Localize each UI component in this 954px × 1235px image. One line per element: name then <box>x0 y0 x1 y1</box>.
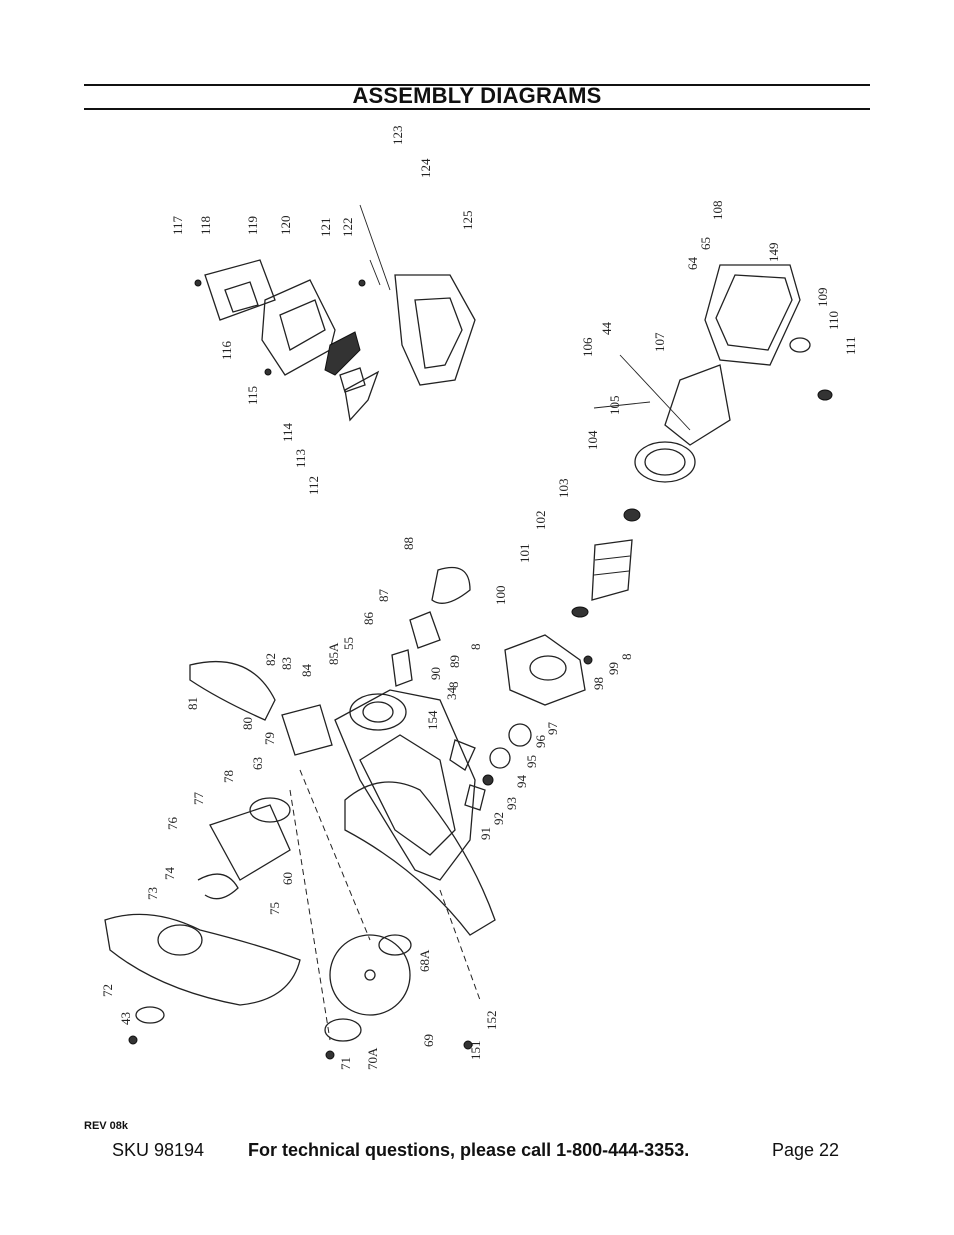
part-label: 71 <box>338 1057 353 1070</box>
part-label: 111 <box>843 336 858 355</box>
part-label: 124 <box>418 158 433 178</box>
handle-assembly <box>194 204 476 422</box>
part-label: 90 <box>428 667 443 680</box>
part-label: 85A <box>326 642 341 665</box>
part-label: 34 <box>444 687 459 701</box>
part-label: 94 <box>514 775 529 789</box>
part-label: 116 <box>219 340 234 360</box>
part-label: 105 <box>607 396 622 416</box>
part-label: 63 <box>250 757 265 770</box>
part-label: 151 <box>468 1041 483 1061</box>
part-label: 68A <box>417 949 432 972</box>
part-label: 81 <box>185 697 200 710</box>
part-label: 110 <box>826 311 841 330</box>
part-label: 98 <box>591 677 606 690</box>
guard-and-blade <box>104 769 481 1060</box>
part-label: 8 <box>619 654 634 661</box>
part-label: 64 <box>685 257 700 271</box>
part-label: 108 <box>710 201 725 221</box>
part-label: 91 <box>478 827 493 840</box>
part-label: 82 <box>263 653 278 666</box>
part-label: 122 <box>340 218 355 238</box>
part-label: 107 <box>652 332 667 352</box>
part-label: 113 <box>293 449 308 468</box>
part-label: 80 <box>240 717 255 730</box>
part-label: 95 <box>524 755 539 768</box>
part-label: 106 <box>580 337 595 357</box>
part-label: 87 <box>376 589 391 603</box>
part-label: 83 <box>279 657 294 670</box>
part-label: 60 <box>280 872 295 885</box>
part-label: 120 <box>278 216 293 236</box>
part-label: 76 <box>165 817 180 831</box>
gear-housing-assembly <box>449 634 593 811</box>
page-number: Page 22 <box>772 1140 840 1160</box>
part-label: 119 <box>245 216 260 235</box>
part-label: 72 <box>100 984 115 997</box>
part-label: 65 <box>698 237 713 250</box>
part-label: 109 <box>815 288 830 308</box>
motor-assembly <box>571 264 833 618</box>
part-label: 149 <box>766 243 781 263</box>
part-label: 86 <box>361 612 376 626</box>
part-label: 121 <box>318 218 333 238</box>
part-label: 79 <box>262 732 277 745</box>
part-label: 70A <box>365 1047 380 1070</box>
part-label: 115 <box>245 386 260 405</box>
part-label: 97 <box>545 722 560 736</box>
header-top-rule <box>84 84 870 86</box>
main-body <box>189 566 496 936</box>
part-label: 78 <box>221 770 236 783</box>
part-label: 118 <box>198 216 213 235</box>
part-label: 89 <box>447 655 462 668</box>
part-label: 152 <box>484 1011 499 1031</box>
part-label: 100 <box>493 586 508 606</box>
part-label: 96 <box>533 735 548 749</box>
part-label: 102 <box>533 511 548 531</box>
part-label: 93 <box>504 797 519 810</box>
page-title: ASSEMBLY DIAGRAMS <box>352 83 602 108</box>
part-label: 43 <box>118 1012 133 1025</box>
part-label: 84 <box>299 664 314 678</box>
part-label: 101 <box>517 544 532 564</box>
part-label: 55 <box>341 637 356 650</box>
tech-support-line: For technical questions, please call 1-8… <box>248 1140 690 1160</box>
part-label: 73 <box>145 887 160 900</box>
part-label: 117 <box>170 215 185 235</box>
part-label: 114 <box>280 422 295 442</box>
part-label: 75 <box>267 902 282 915</box>
part-label: 112 <box>306 476 321 495</box>
part-label: 154 <box>425 710 440 730</box>
part-label: 99 <box>606 662 621 675</box>
part-label: 69 <box>421 1034 436 1047</box>
part-label: 123 <box>390 126 405 146</box>
part-label: 8 <box>468 644 483 651</box>
part-label: 74 <box>162 867 177 881</box>
part-label: 77 <box>191 792 206 806</box>
part-label: 104 <box>585 430 600 450</box>
part-label: 103 <box>556 479 571 499</box>
revision-label: REV 08k <box>84 1120 129 1132</box>
part-label: 92 <box>491 812 506 825</box>
part-label: 125 <box>460 211 475 231</box>
part-label: 8 <box>446 682 461 689</box>
header-bottom-rule <box>84 108 870 110</box>
part-label: 44 <box>599 322 614 336</box>
part-label: 88 <box>401 537 416 550</box>
sku-number: SKU 98194 <box>112 1140 205 1160</box>
